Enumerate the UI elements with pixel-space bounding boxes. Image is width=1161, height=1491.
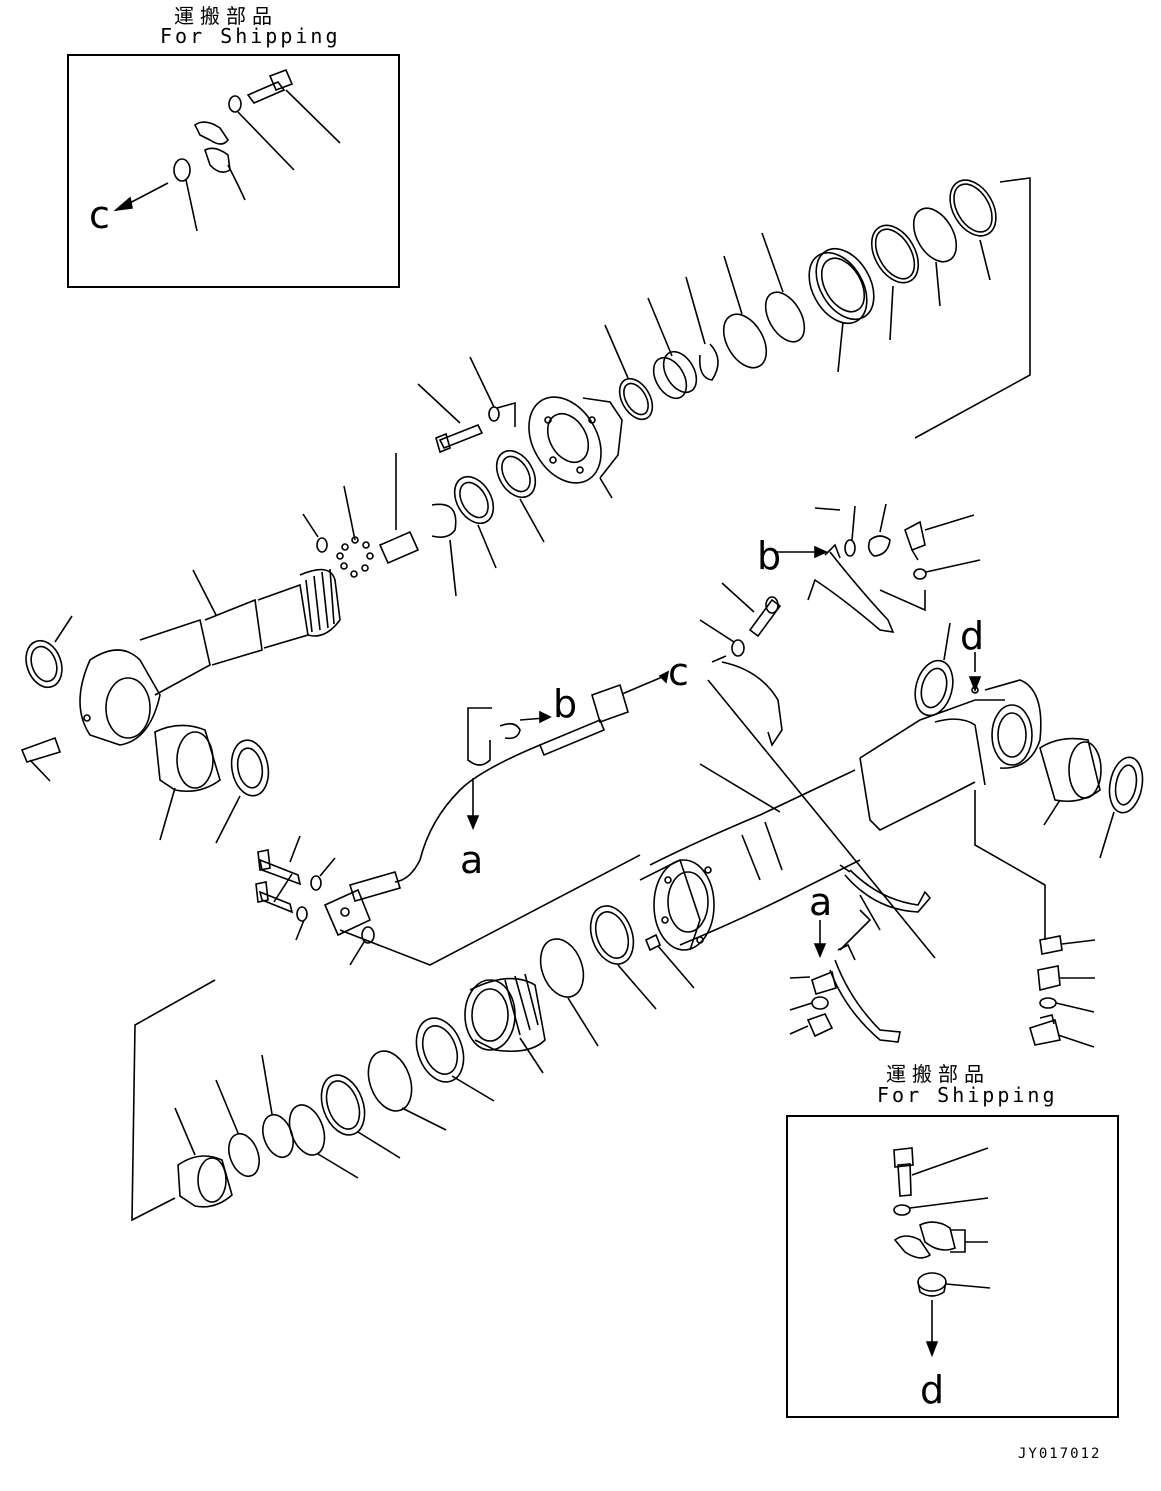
rod-seal-rings-upper [605, 172, 1005, 425]
top-inset-oring [174, 159, 197, 231]
callout-d-main: d [960, 614, 985, 658]
bottom-inset-split-flange [895, 1222, 988, 1258]
shipping-inset-top [67, 54, 400, 288]
shipping-bottom-en: For Shipping [877, 1083, 1058, 1107]
u-bolt-and-clip [468, 708, 550, 828]
rod-pins [303, 453, 418, 577]
pipe-clamp-upper [775, 504, 980, 632]
callout-b-clamp: b [757, 534, 782, 578]
arrow-c-top-box [116, 183, 168, 210]
head-bolt [418, 357, 515, 452]
pipe-clamp-lower-left [790, 910, 900, 1042]
callout-a-hose: a [460, 838, 484, 882]
grease-fittings [1030, 936, 1095, 1047]
leader-upper-row [915, 178, 1030, 438]
callout-b-hose: b [553, 682, 578, 726]
rod-end-bushing [20, 616, 273, 843]
callout-d-box: d [920, 1368, 945, 1412]
drawing-code: JY017012 [1018, 1446, 1102, 1462]
pipe-clamp-lower-right [840, 865, 930, 930]
tube-assembly [325, 672, 668, 965]
cylinder-tube [640, 623, 1147, 950]
small-plug [646, 935, 694, 988]
shipping-top-jp: 運搬部品 [174, 4, 278, 28]
callout-c-main: c [668, 650, 689, 694]
shipping-top-en: For Shipping [160, 24, 341, 48]
shipping-bottom-jp: 運搬部品 [886, 1062, 990, 1086]
callout-c-top-box: c [89, 193, 110, 237]
shipping-inset-bottom [786, 1115, 1119, 1418]
clamp-c-bolt [700, 583, 935, 958]
piston-assembly [132, 900, 656, 1220]
bottom-inset-cap [918, 1273, 990, 1355]
head-seals [432, 444, 544, 596]
piston-rod [80, 569, 340, 745]
top-inset-bolt [248, 70, 340, 143]
callout-a-clamp: a [809, 880, 833, 924]
flange-bolts-lower [256, 836, 335, 940]
bottom-inset-washer [894, 1198, 988, 1215]
top-inset-split-flange [195, 122, 245, 200]
cylinder-head [514, 384, 622, 498]
top-inset-washer [229, 96, 294, 170]
bottom-inset-bolt [894, 1148, 988, 1196]
